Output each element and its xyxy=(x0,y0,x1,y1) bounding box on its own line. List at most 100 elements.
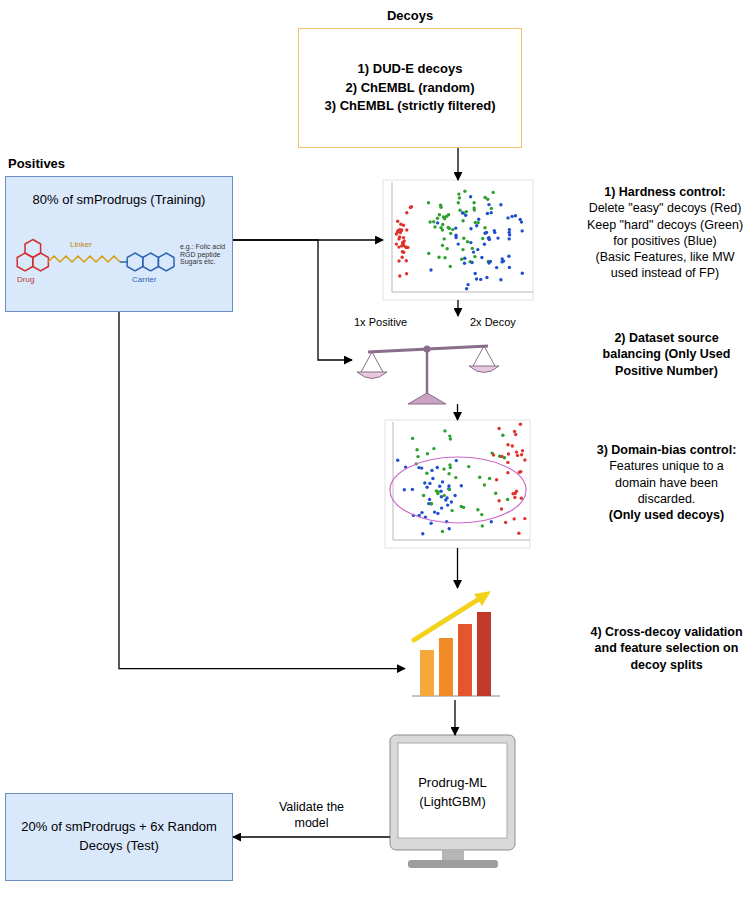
scatter-dot xyxy=(406,246,409,249)
scatter-dot xyxy=(513,496,516,499)
node-text: 3) ChEMBL (strictly filtered) xyxy=(325,97,496,116)
step-caption: 4) Cross-decoy validation and feature se… xyxy=(588,624,745,673)
scatter-dot xyxy=(438,485,441,488)
scatter-dot xyxy=(404,465,407,468)
scatter-dot xyxy=(448,463,451,466)
scatter-dot xyxy=(473,208,476,211)
scatter-dot xyxy=(447,484,450,487)
scatter-dot xyxy=(428,498,431,501)
scatter-dot xyxy=(498,455,501,458)
scatter-dot xyxy=(465,210,468,213)
scatter-dot xyxy=(412,514,415,517)
scatter-dot xyxy=(519,423,522,426)
scatter-dot xyxy=(488,238,491,241)
node-body: 80% of smProdrugs (Training) xyxy=(6,191,232,210)
scatter-dot xyxy=(478,476,481,479)
domain-bias-step: 3) Domain-bias control:Features unique t… xyxy=(385,420,530,548)
bar-chart xyxy=(412,591,500,696)
connector xyxy=(233,836,390,837)
scatter-dot xyxy=(472,206,475,209)
test-set-box: 20% of smProdrugs + 6x Random Decoys (Te… xyxy=(5,793,233,881)
connector xyxy=(457,548,458,588)
scatter-dot xyxy=(445,215,448,218)
scatter-dot xyxy=(511,444,514,447)
scatter-dot xyxy=(441,244,444,247)
scatter-dot xyxy=(409,206,412,209)
scatter-dot xyxy=(511,492,514,495)
scatter-dot xyxy=(473,255,476,258)
scatter-dot xyxy=(490,451,493,454)
step-text: Features unique to a domain have been di… xyxy=(588,458,745,507)
scatter-dot xyxy=(425,486,428,489)
scatter-dot xyxy=(477,218,480,221)
scatter-dot xyxy=(507,255,510,258)
scatter-dot xyxy=(464,214,467,217)
scatter-dot xyxy=(426,452,429,455)
scatter-dot xyxy=(485,231,488,234)
scatter-dot xyxy=(506,443,509,446)
balance-scale xyxy=(357,346,499,405)
scatter-dot xyxy=(506,216,509,219)
scatter-dot xyxy=(401,241,404,244)
scatter-dot xyxy=(403,239,406,242)
scatter-dot xyxy=(499,203,502,206)
scatter-dot xyxy=(469,227,472,230)
scatter-dot xyxy=(467,465,470,468)
scatter-dot xyxy=(400,229,403,232)
scatter-dot xyxy=(462,237,465,240)
scatter-dot xyxy=(449,466,452,469)
scatter-dot xyxy=(454,226,457,229)
scatter-dot xyxy=(475,224,478,227)
scatter-dot xyxy=(429,268,432,271)
scatter-dot xyxy=(400,228,403,231)
scatter-dot xyxy=(469,195,472,198)
scatter-dot xyxy=(449,265,452,268)
scatter-dot xyxy=(495,266,498,269)
scatter-dot xyxy=(483,483,486,486)
scatter-dot xyxy=(445,496,448,499)
node-body: 20% of smProdrugs + 6x Random Decoys (Te… xyxy=(6,812,232,862)
scatter-dot xyxy=(466,283,469,286)
illustration-label: e.g.: Folic acid RGD peptide Sugars etc. xyxy=(180,243,226,266)
scatter-dot xyxy=(472,201,475,204)
scatter-dot xyxy=(438,213,441,216)
scatter-dot xyxy=(435,489,438,492)
node-text: 1) DUD-E decoys xyxy=(358,60,463,79)
scatter-dot xyxy=(411,437,414,440)
scatter-dot xyxy=(447,226,450,229)
scatter-dot xyxy=(490,520,493,523)
scatter-dot xyxy=(400,244,403,247)
scatter-dot xyxy=(396,459,399,462)
step-text: 1) Hardness control: xyxy=(584,184,746,200)
scatter-dot xyxy=(510,215,513,218)
scatter-dot xyxy=(487,203,490,206)
scatter-dot xyxy=(450,509,453,512)
scatter-dot xyxy=(401,250,404,253)
cross-validation-step: 4) Cross-decoy validation and feature se… xyxy=(405,588,505,700)
count-label: 2x Decoy xyxy=(470,316,516,328)
box-heading: Positives xyxy=(8,156,65,171)
illustration-label: Drug xyxy=(17,276,34,285)
scatter-dot xyxy=(504,521,507,524)
scatter-dot xyxy=(469,241,472,244)
scatter-dot xyxy=(497,427,500,430)
scatter-dot xyxy=(436,512,439,515)
scatter-dot xyxy=(490,207,493,210)
scatter-dot xyxy=(518,471,521,474)
scatter-dot xyxy=(449,232,452,235)
step-text: Delete "easy" decoys (Red) Keep "hard" d… xyxy=(584,200,746,249)
scatter-dot xyxy=(429,522,432,525)
scatter-dot xyxy=(436,217,439,220)
scatter-dot xyxy=(513,430,516,433)
scatter-dot xyxy=(405,272,408,275)
scatter-dot xyxy=(448,488,451,491)
linker-chain xyxy=(48,256,120,262)
scatter-dot xyxy=(487,261,490,264)
step-text: 4) Cross-decoy validation and feature se… xyxy=(588,624,745,673)
scatter-dot xyxy=(448,434,451,437)
scatter-dot xyxy=(443,217,446,220)
scatter-dot xyxy=(508,228,511,231)
scatter-dot xyxy=(462,211,465,214)
scatter-dot xyxy=(461,211,464,214)
